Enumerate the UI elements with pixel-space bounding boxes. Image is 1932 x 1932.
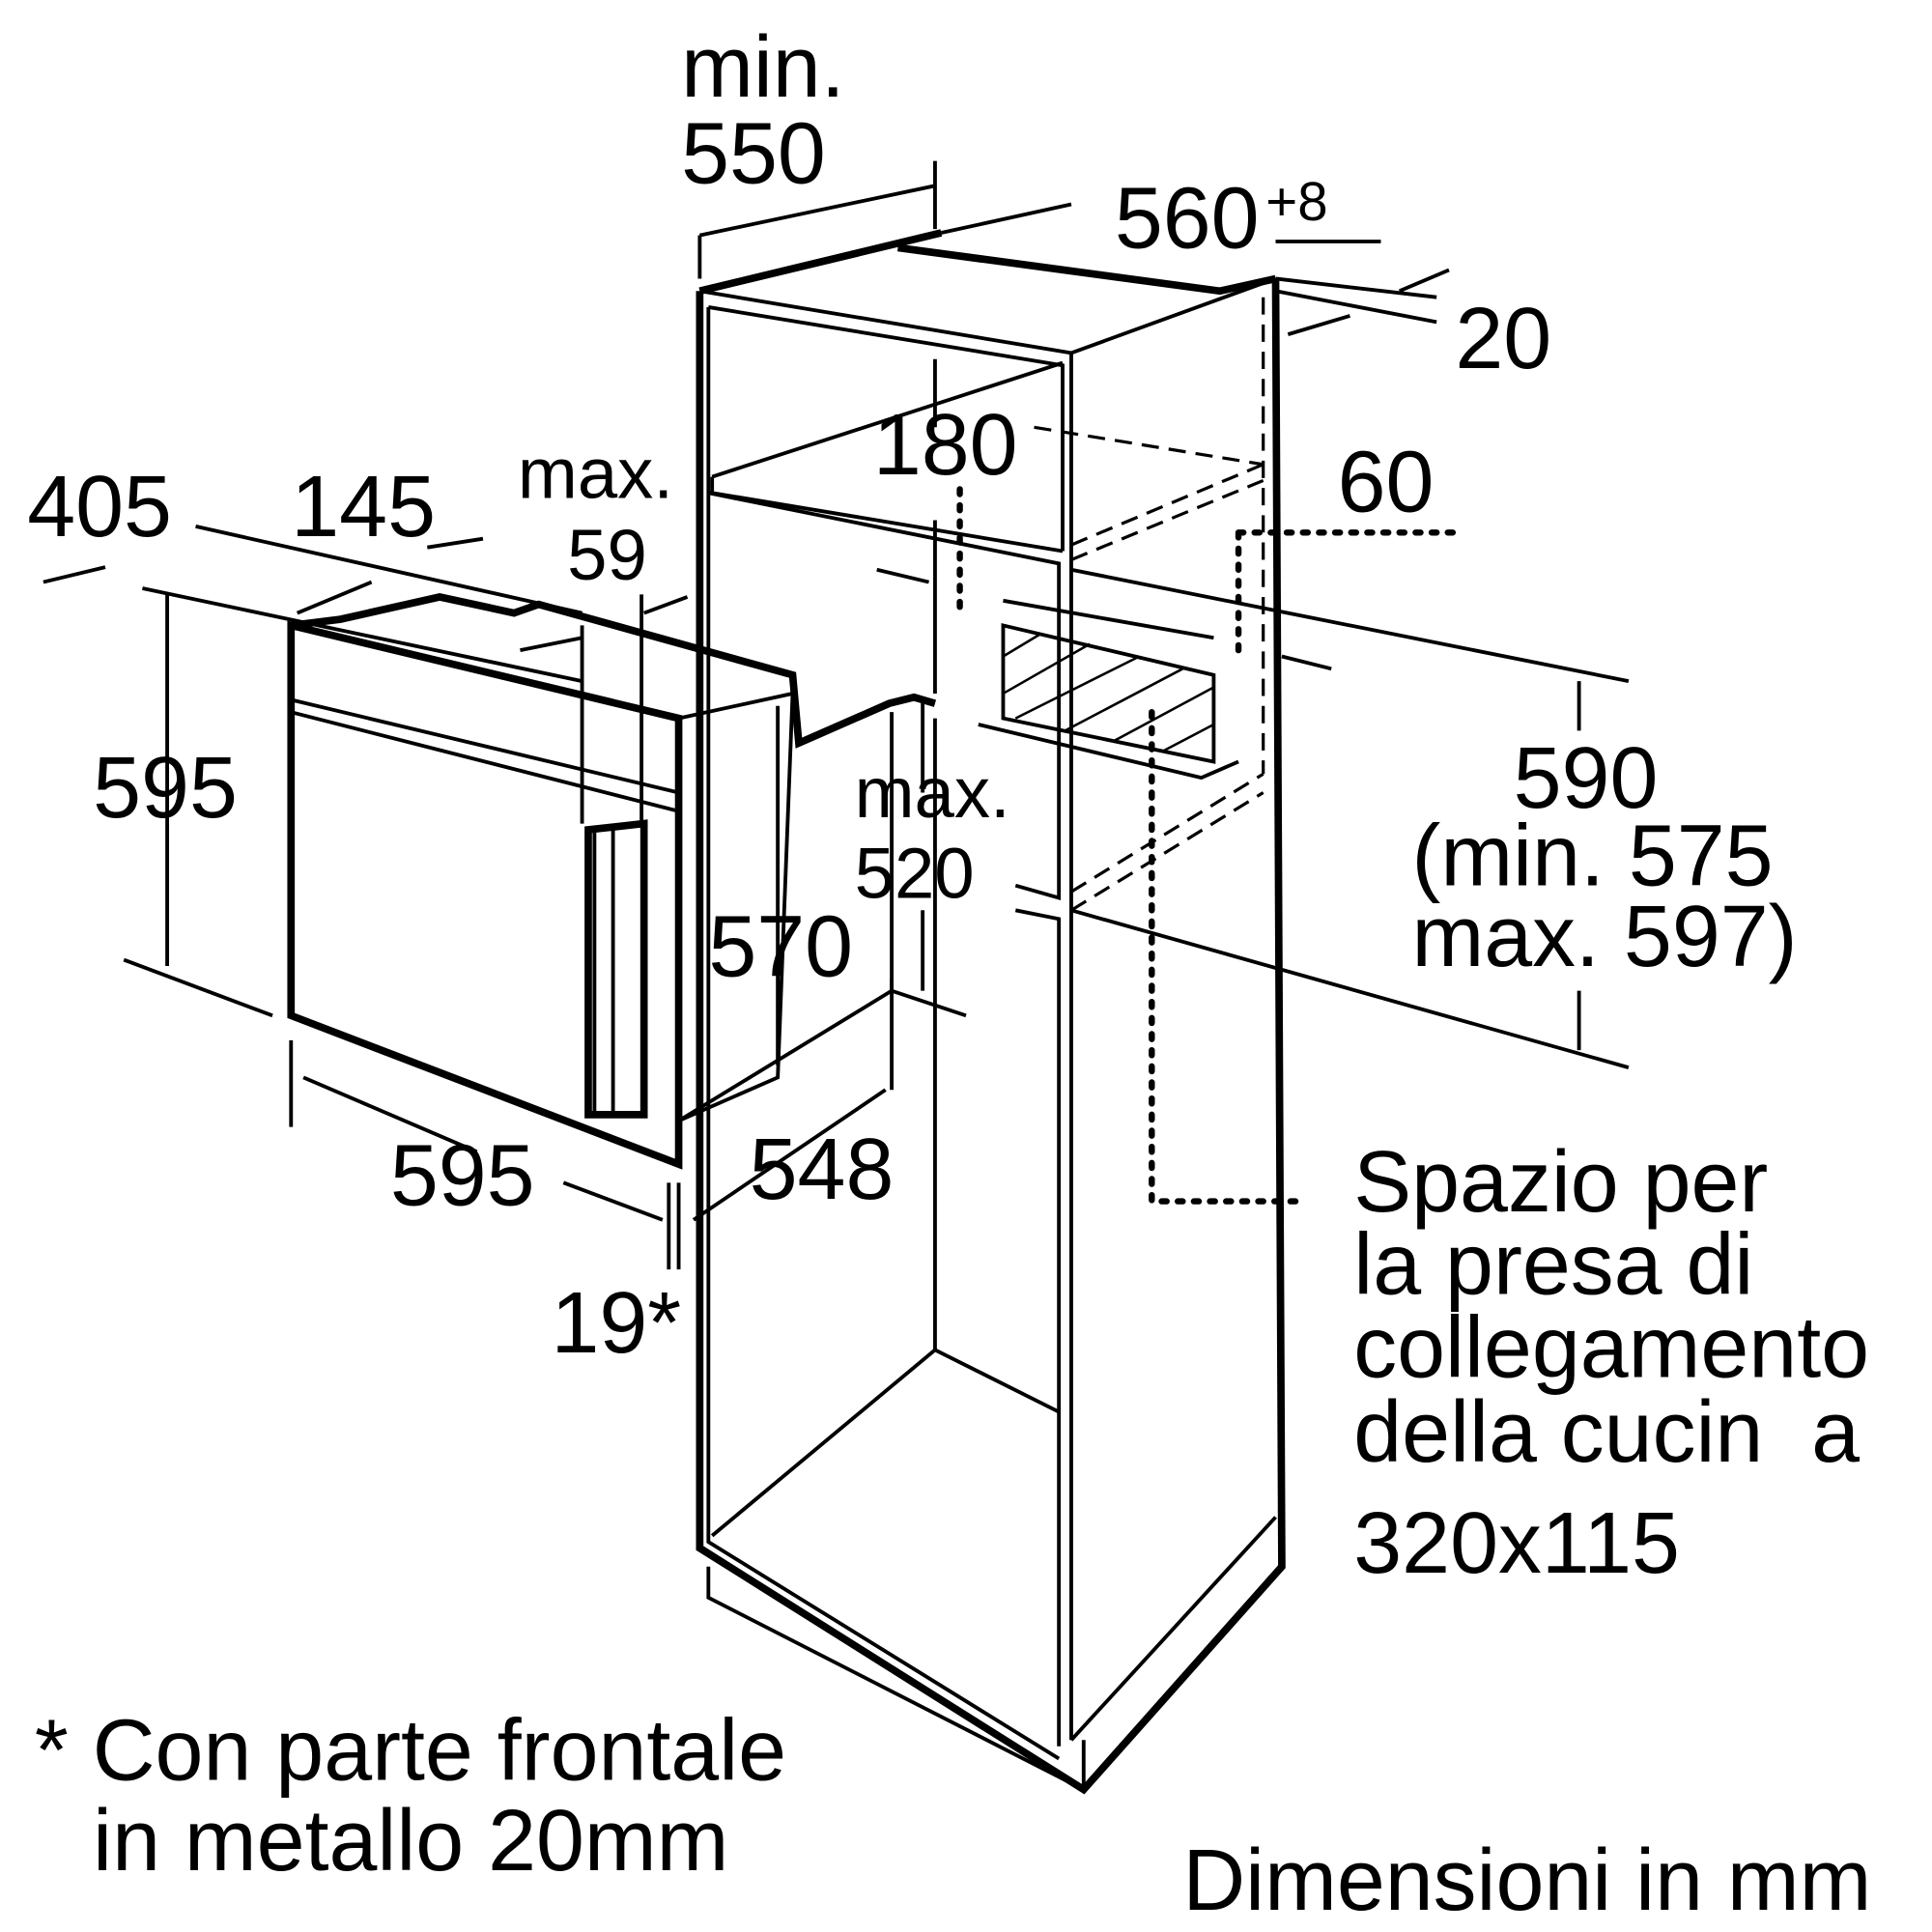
socket-area: [1001, 623, 1216, 764]
label-405: 405: [27, 459, 172, 555]
label-front-19: 19*: [552, 1275, 682, 1372]
label-niche-590: 590: [1514, 730, 1659, 827]
label-back-20: 20: [1455, 291, 1551, 387]
socket-note-line: Spazio per: [1353, 1134, 1768, 1231]
label-width-560-tolerance: +8: [1265, 171, 1327, 232]
dimension-lines: [43, 160, 1630, 1270]
label-width-560: 560: [1115, 170, 1260, 267]
label-min-550: 550: [681, 106, 826, 203]
label-niche-max: max. 597): [1412, 889, 1798, 985]
label-max-59: 59: [567, 515, 647, 595]
socket-note-line: la presa di: [1353, 1217, 1753, 1314]
label-max-520: 520: [855, 833, 975, 913]
label-oven-width-595: 595: [390, 1127, 535, 1224]
label-depth-548: 548: [750, 1122, 895, 1218]
socket-note: Spazio per la presa di collegamento dell…: [1353, 1134, 1869, 1592]
label-gap-60: 60: [1338, 434, 1435, 530]
oven: [287, 593, 937, 1170]
socket-note-line: 320x115: [1353, 1495, 1680, 1592]
label-min-550-prefix: min.: [681, 19, 845, 116]
tall-cabinet: [696, 229, 1465, 1795]
label-oven-height-595: 595: [93, 740, 238, 837]
footnote-line: in metallo 20mm: [93, 1793, 728, 1889]
label-height-180: 180: [873, 397, 1018, 494]
label-niche-min: (min. 575: [1412, 809, 1774, 905]
label-145: 145: [291, 459, 436, 555]
socket-note-line: della cucin a: [1353, 1384, 1860, 1481]
label-570: 570: [708, 898, 853, 995]
units-note: Dimensioni in mm: [1182, 1833, 1871, 1929]
footnote-line: * Con parte frontale: [35, 1702, 786, 1799]
oven-door-handle: [584, 819, 648, 1119]
label-max-520-prefix: max.: [855, 753, 1010, 833]
label-max-59-prefix: max.: [518, 433, 673, 513]
socket-note-line: collegamento: [1353, 1300, 1869, 1397]
